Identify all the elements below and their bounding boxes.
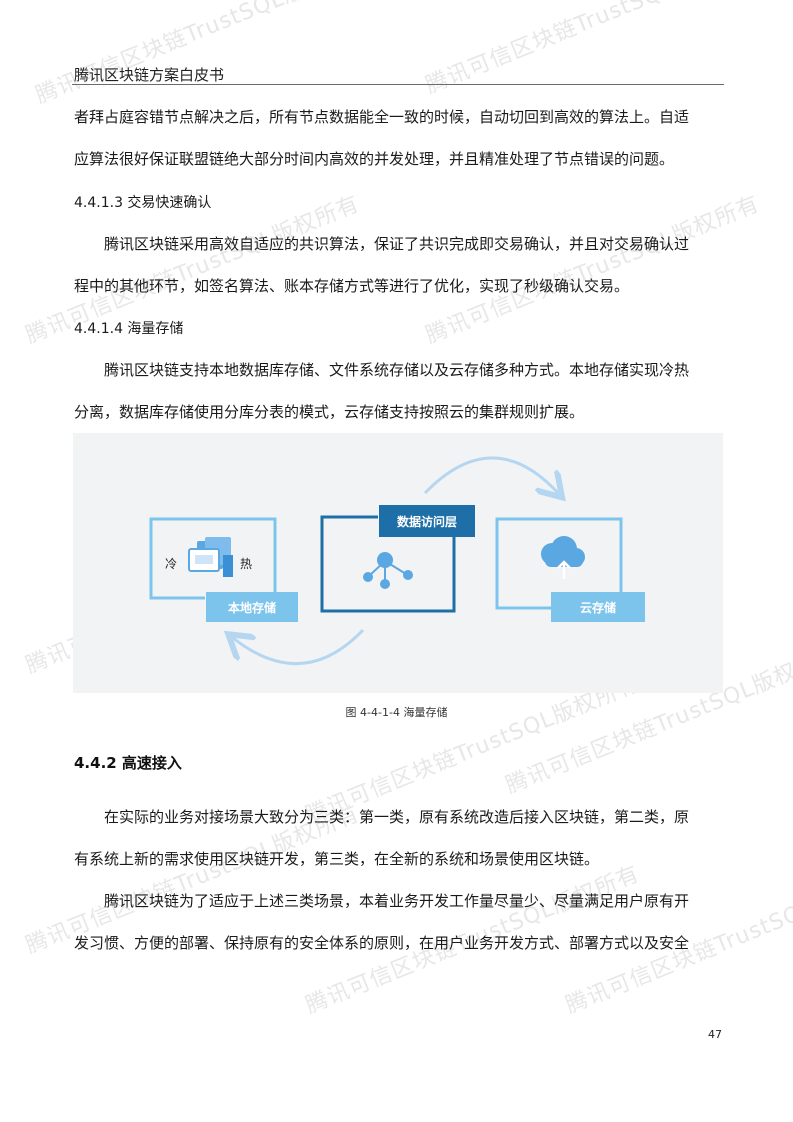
text-line: 分离，数据库存储使用分库分表的模式，云存储支持按照云的集群规则扩展。 <box>74 403 585 421</box>
text-line: 有系统上新的需求使用区块链开发，第三类，在全新的系统和场景使用区块链。 <box>74 850 600 868</box>
paragraph-442-2: 腾讯区块链为了适应于上述三类场景，本着业务开发工作量尽量少、尽量满足用户原有开 … <box>74 880 724 964</box>
cloud-storage-label: 云存储 <box>580 600 616 615</box>
local-storage-frame <box>149 517 277 600</box>
database-stack-icon <box>188 537 233 577</box>
text-line: 发习惯、方便的部署、保持原有的安全体系的原则，在用户业务开发方式、部署方式以及安… <box>74 934 690 952</box>
data-access-badge <box>379 505 475 537</box>
local-storage-badge <box>206 592 298 622</box>
section-heading-4414: 4.4.1.4 海量存储 <box>74 321 184 337</box>
header-rule <box>72 84 724 85</box>
paragraph-442-1: 在实际的业务对接场景大致分为三类：第一类，原有系统改造后接入区块链，第二类，原 … <box>74 796 724 880</box>
text-line: 腾讯区块链采用高效自适应的共识算法，保证了共识完成即交易确认，并且对交易确认过 <box>104 235 690 253</box>
local-storage-label: 本地存储 <box>228 600 276 615</box>
text-line: 应算法很好保证联盟链绝大部分时间内高效的并发处理，并且精准处理了节点错误的问题。 <box>74 150 675 168</box>
cloud-storage-frame <box>495 517 623 610</box>
storage-diagram-svg: 冷 热 本地存储 数据访问层 <box>149 456 645 666</box>
top-flow-arrow <box>423 456 558 493</box>
hot-label: 热 <box>240 557 252 571</box>
cold-label: 冷 <box>165 557 177 571</box>
data-access-label: 数据访问层 <box>397 514 457 529</box>
paragraph-4413: 腾讯区块链采用高效自适应的共识算法，保证了共识完成即交易确认，并且对交易确认过 … <box>74 223 724 307</box>
section-heading-442: 4.4.2 高速接入 <box>74 754 182 772</box>
text-line: 者拜占庭容错节点解决之后，所有节点数据能全一致的时候，自动切回到高效的算法上。自… <box>74 108 690 126</box>
header-title: 腾讯区块链方案白皮书 <box>74 66 225 84</box>
storage-diagram: 冷 热 本地存储 数据访问层 <box>73 433 723 693</box>
paragraph-4414: 腾讯区块链支持本地数据库存储、文件系统存储以及云存储多种方式。本地存储实现冷热 … <box>74 349 724 433</box>
bottom-flow-arrow <box>233 628 365 666</box>
network-share-icon <box>363 552 413 589</box>
text-line: 程中的其他环节，如签名算法、账本存储方式等进行了优化，实现了秒级确认交易。 <box>74 277 630 295</box>
intro-paragraph: 者拜占庭容错节点解决之后，所有节点数据能全一致的时候，自动切回到高效的算法上。自… <box>74 96 724 180</box>
text-line: 在实际的业务对接场景大致分为三类：第一类，原有系统改造后接入区块链，第二类，原 <box>104 808 690 826</box>
figure-caption: 图 4-4-1-4 海量存储 <box>345 706 448 719</box>
page-number: 47 <box>708 1028 722 1041</box>
section-heading-4413: 4.4.1.3 交易快速确认 <box>74 195 212 211</box>
cloud-upload-icon <box>541 536 585 579</box>
text-line: 腾讯区块链支持本地数据库存储、文件系统存储以及云存储多种方式。本地存储实现冷热 <box>104 361 690 379</box>
cloud-storage-badge <box>551 592 645 622</box>
data-access-frame <box>320 515 456 613</box>
text-line: 腾讯区块链为了适应于上述三类场景，本着业务开发工作量尽量少、尽量满足用户原有开 <box>104 892 690 910</box>
watermark-text: 腾讯可信区块链TrustSQL版权所有 <box>32 0 374 109</box>
